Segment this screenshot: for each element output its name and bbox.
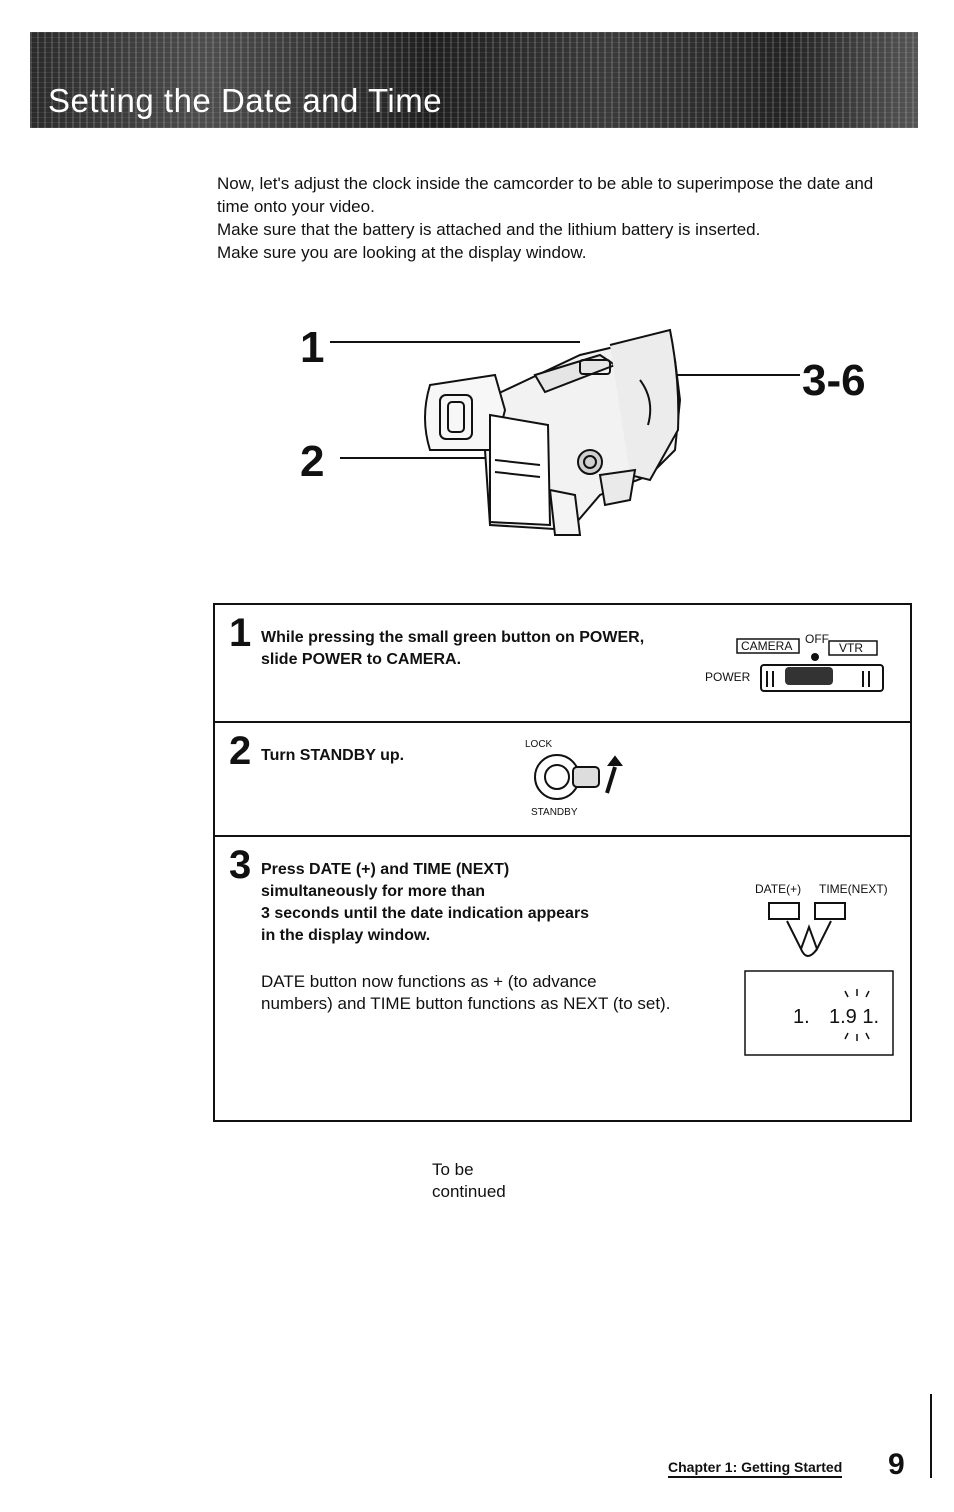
steps-box: 1 While pressing the small green button … — [213, 603, 912, 1122]
step-1: 1 While pressing the small green button … — [215, 605, 910, 721]
hand-strap — [609, 328, 680, 482]
power-switch-track — [760, 664, 884, 692]
note-line: DATE button now functions as + (to advan… — [261, 972, 597, 991]
step-text: Press DATE (+) and TIME (NEXT) simultane… — [261, 859, 589, 947]
date-button — [768, 902, 800, 920]
step-3: 3 Press DATE (+) and TIME (NEXT) simulta… — [215, 835, 910, 1120]
camera-box — [736, 638, 800, 654]
callout-2: 2 — [300, 437, 324, 486]
lock-label: LOCK — [525, 739, 553, 750]
standby-dial — [577, 449, 603, 475]
date-time-buttons-illustration: DATE(+) TIME(NEXT) 1. 1.9 1. — [744, 882, 894, 1056]
margin-rule — [930, 1394, 932, 1478]
step-number: 3 — [229, 843, 252, 887]
step-text-line: simultaneously for more than — [261, 883, 486, 900]
camcorder-figure: 1 2 3-6 — [280, 300, 920, 560]
power-label: POWER — [705, 670, 751, 684]
step-2: 2 Turn STANDBY up. LOCK STANDBY — [215, 721, 910, 835]
lens-front — [439, 394, 473, 440]
power-switch-knob — [785, 667, 833, 685]
camcorder-illustration: 1 2 3-6 — [300, 323, 866, 536]
intro-line: Make sure you are looking at the display… — [217, 243, 587, 262]
intro-line: Make sure that the battery is attached a… — [217, 220, 761, 239]
step-number: 2 — [229, 729, 252, 773]
lens-glass — [447, 401, 465, 433]
dial-inner — [544, 764, 570, 790]
page-number: 9 — [888, 1448, 905, 1481]
standby-dial-illustration: LOCK STANDBY — [525, 739, 623, 818]
top-switch — [579, 359, 611, 375]
step-text-line: While pressing the small green button on… — [261, 629, 645, 646]
continued-note: To be continued — [432, 1159, 506, 1203]
note-line: numbers) and TIME button functions as NE… — [261, 994, 671, 1013]
step-number: 1 — [229, 611, 252, 655]
step-text-line: slide POWER to CAMERA. — [261, 651, 462, 668]
step-text-line: Press DATE (+) and TIME (NEXT) — [261, 861, 510, 878]
time-button-label: TIME(NEXT) — [819, 882, 888, 896]
step-text: Turn STANDBY up. — [261, 745, 404, 767]
callout-3-6: 3-6 — [802, 356, 866, 405]
pressing-fingers — [786, 920, 832, 957]
camera-label: CAMERA — [741, 639, 792, 653]
display-value: 1.9 1. — [829, 1006, 879, 1028]
intro-line: Now, let's adjust the clock inside the c… — [217, 174, 874, 216]
continued-line: continued — [432, 1182, 506, 1201]
strap-mark — [639, 379, 652, 426]
date-button-label: DATE(+) — [755, 882, 801, 896]
step-text-line: Turn STANDBY up. — [261, 747, 405, 764]
chapter-footer: Chapter 1: Getting Started — [668, 1459, 843, 1478]
step-text-line: 3 seconds until the date indication appe… — [261, 905, 590, 922]
banner-texture — [30, 32, 918, 128]
vtr-box — [828, 640, 878, 656]
display-window — [744, 970, 894, 1056]
vtr-label: VTR — [839, 641, 863, 655]
callout-1: 1 — [300, 323, 324, 372]
power-switch-illustration: CAMERA OFF VTR POWER — [705, 632, 884, 692]
time-button — [814, 902, 846, 920]
standby-label: STANDBY — [531, 807, 578, 818]
off-label: OFF — [805, 632, 829, 646]
step-note: DATE button now functions as + (to advan… — [261, 971, 670, 1015]
title-banner: Setting the Date and Time — [30, 32, 918, 128]
step-text: While pressing the small green button on… — [261, 627, 644, 671]
page-title: Setting the Date and Time — [48, 82, 443, 119]
continued-line: To be — [432, 1160, 474, 1179]
intro-text: Now, let's adjust the clock inside the c… — [217, 172, 907, 264]
side-panel — [489, 413, 552, 527]
step-text-line: in the display window. — [261, 927, 431, 944]
display-day: 1. — [793, 1006, 810, 1028]
